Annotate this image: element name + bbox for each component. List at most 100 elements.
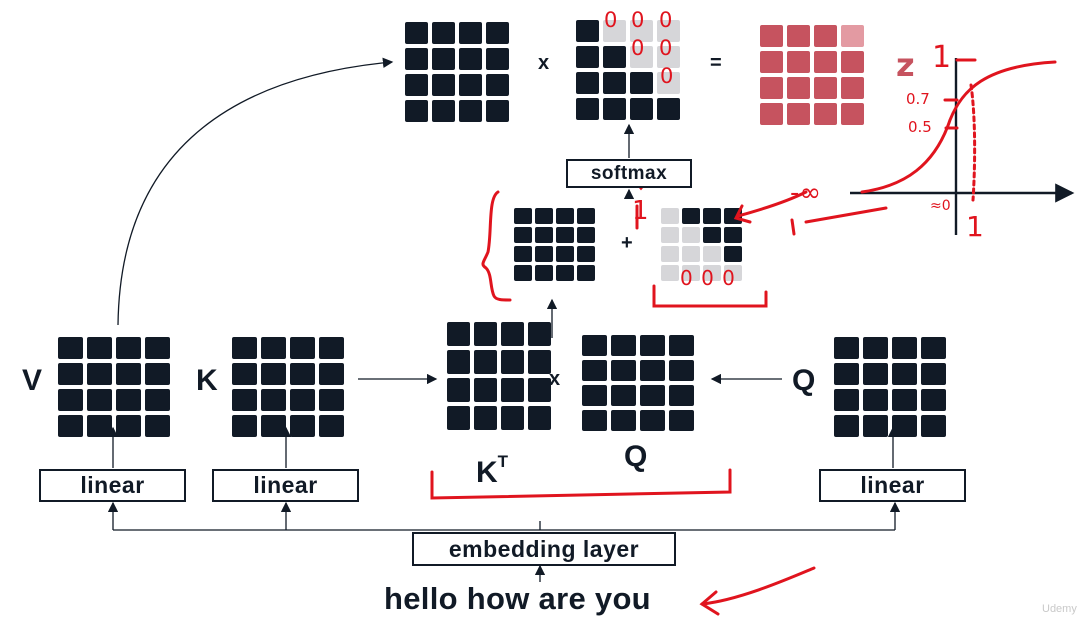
arrow-to-mask bbox=[736, 190, 808, 218]
matrix-cell bbox=[669, 410, 694, 431]
matrix-cell bbox=[582, 385, 607, 406]
matrix-cell bbox=[703, 246, 721, 262]
matrix-cell bbox=[528, 350, 551, 374]
matrix-cell bbox=[582, 335, 607, 356]
matrix-cell bbox=[787, 25, 810, 47]
matrix-q bbox=[834, 337, 946, 437]
matrix-cell bbox=[319, 337, 344, 359]
sigmoid-curve bbox=[860, 60, 1057, 194]
matrix-cell bbox=[603, 20, 626, 42]
matrix-cell bbox=[432, 48, 455, 70]
matrix-cell bbox=[447, 322, 470, 346]
matrix-cell bbox=[290, 415, 315, 437]
matrix-cell bbox=[640, 360, 665, 381]
matrix-cell bbox=[611, 385, 636, 406]
matrix-cell bbox=[501, 350, 524, 374]
matrix-cell bbox=[232, 389, 257, 411]
matrix-cell bbox=[892, 415, 917, 437]
matrix-cell bbox=[921, 337, 946, 359]
matrix-cell bbox=[556, 265, 574, 281]
matrix-cell bbox=[892, 389, 917, 411]
matrix-cell bbox=[669, 360, 694, 381]
matrix-cell bbox=[814, 103, 837, 125]
matrix-cell bbox=[486, 22, 509, 44]
matrix-cell bbox=[145, 415, 170, 437]
mask-col-zero: 0 bbox=[604, 8, 618, 32]
matrix-cell bbox=[535, 246, 553, 262]
matrix-cell bbox=[724, 227, 742, 243]
matrix-cell bbox=[232, 415, 257, 437]
matrix-cell bbox=[486, 100, 509, 122]
matrix-cell bbox=[661, 246, 679, 262]
matrix-cell bbox=[582, 360, 607, 381]
matrix-cell bbox=[556, 246, 574, 262]
mask-zeros-row1: 0 0 bbox=[631, 8, 677, 32]
matrix-cell bbox=[760, 77, 783, 99]
matrix-cell bbox=[669, 335, 694, 356]
matrix-result bbox=[760, 25, 864, 125]
matrix-cell bbox=[760, 51, 783, 73]
mask-zero-row3: 0 bbox=[660, 64, 674, 88]
matrix-cell bbox=[474, 322, 497, 346]
matrix-cell bbox=[611, 410, 636, 431]
matrix-cell bbox=[232, 363, 257, 385]
matrix-cell bbox=[87, 415, 112, 437]
one-right-annotation: 1 bbox=[966, 210, 984, 243]
matrix-k bbox=[232, 337, 344, 437]
matrix-cell bbox=[577, 246, 595, 262]
matrix-cell bbox=[514, 208, 532, 224]
linear-k-box: linear bbox=[212, 469, 359, 502]
dashed-guide bbox=[969, 83, 977, 202]
matrix-cell bbox=[611, 335, 636, 356]
matrix-cell bbox=[145, 363, 170, 385]
matrix-cell bbox=[814, 51, 837, 73]
sigmoid-axes bbox=[850, 58, 1075, 235]
matrix-cell bbox=[474, 378, 497, 402]
matrix-cell bbox=[145, 337, 170, 359]
matrix-cell bbox=[841, 77, 864, 99]
bracket-kt-q bbox=[430, 468, 732, 500]
matrix-cell bbox=[640, 385, 665, 406]
q-input-label: Q bbox=[792, 364, 816, 397]
matrix-cell bbox=[486, 48, 509, 70]
matrix-cell bbox=[447, 350, 470, 374]
arrowhead-input bbox=[699, 590, 720, 616]
matrix-cell bbox=[724, 246, 742, 262]
matrix-cell bbox=[528, 378, 551, 402]
kt-label-base: K bbox=[476, 456, 498, 489]
matrix-cell bbox=[661, 208, 679, 224]
matrix-cell bbox=[459, 74, 482, 96]
softmax-box: softmax bbox=[566, 159, 692, 188]
matrix-scores bbox=[514, 208, 595, 281]
matrix-cell bbox=[486, 74, 509, 96]
matrix-cell bbox=[640, 410, 665, 431]
matrix-cell bbox=[582, 410, 607, 431]
embedding-layer-box: embedding layer bbox=[412, 532, 676, 566]
matrix-cell bbox=[577, 208, 595, 224]
matrix-cell bbox=[814, 77, 837, 99]
arrow-v-to-top bbox=[117, 57, 394, 326]
matrix-cell bbox=[58, 415, 83, 437]
matrix-cell bbox=[87, 337, 112, 359]
matrix-softmax-mask bbox=[576, 20, 680, 120]
matrix-cell bbox=[841, 25, 864, 47]
matrix-cell bbox=[58, 337, 83, 359]
matrix-cell bbox=[661, 227, 679, 243]
input-sentence: hello how are you bbox=[384, 581, 651, 616]
matrix-cell bbox=[319, 389, 344, 411]
matrix-cell bbox=[58, 389, 83, 411]
matrix-cell bbox=[261, 415, 286, 437]
matrix-cell bbox=[432, 22, 455, 44]
matrix-cell bbox=[501, 322, 524, 346]
connectors bbox=[107, 57, 901, 582]
one-softmax-annotation: 1 bbox=[632, 196, 649, 226]
matrices bbox=[58, 20, 946, 437]
matrix-cell bbox=[556, 227, 574, 243]
matrix-cell bbox=[814, 25, 837, 47]
kt-superscript: T bbox=[497, 452, 509, 471]
matrix-cell bbox=[447, 378, 470, 402]
matrix-cell bbox=[921, 363, 946, 385]
matrix-cell bbox=[116, 363, 141, 385]
matrix-cell bbox=[459, 48, 482, 70]
